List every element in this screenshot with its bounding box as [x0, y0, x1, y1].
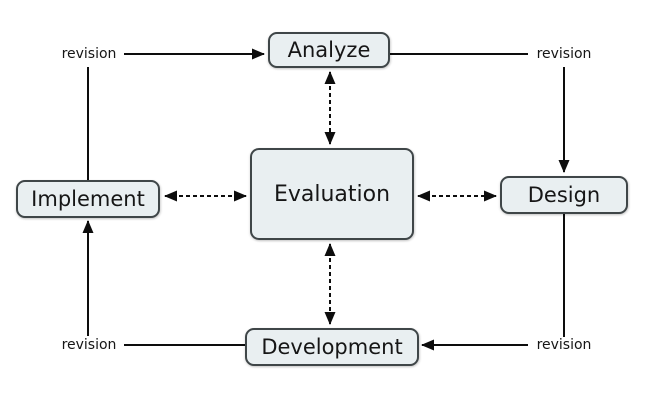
node-evaluation-label: Evaluation — [273, 181, 391, 207]
node-implement-label: Implement — [31, 187, 145, 211]
node-analyze: Analyze — [268, 32, 390, 68]
node-design-label: Design — [527, 183, 601, 207]
revision-label-bottom-right: revision — [536, 337, 592, 353]
node-implement: Implement — [16, 180, 160, 218]
revision-label-top-left: revision — [61, 46, 117, 62]
node-analyze-label: Analyze — [287, 38, 371, 62]
node-design: Design — [500, 176, 628, 214]
node-development-label: Development — [261, 335, 403, 359]
revision-label-bottom-left: revision — [61, 337, 117, 353]
node-development: Development — [245, 328, 419, 366]
revision-label-top-right: revision — [536, 46, 592, 62]
node-evaluation: Evaluation — [250, 148, 414, 240]
